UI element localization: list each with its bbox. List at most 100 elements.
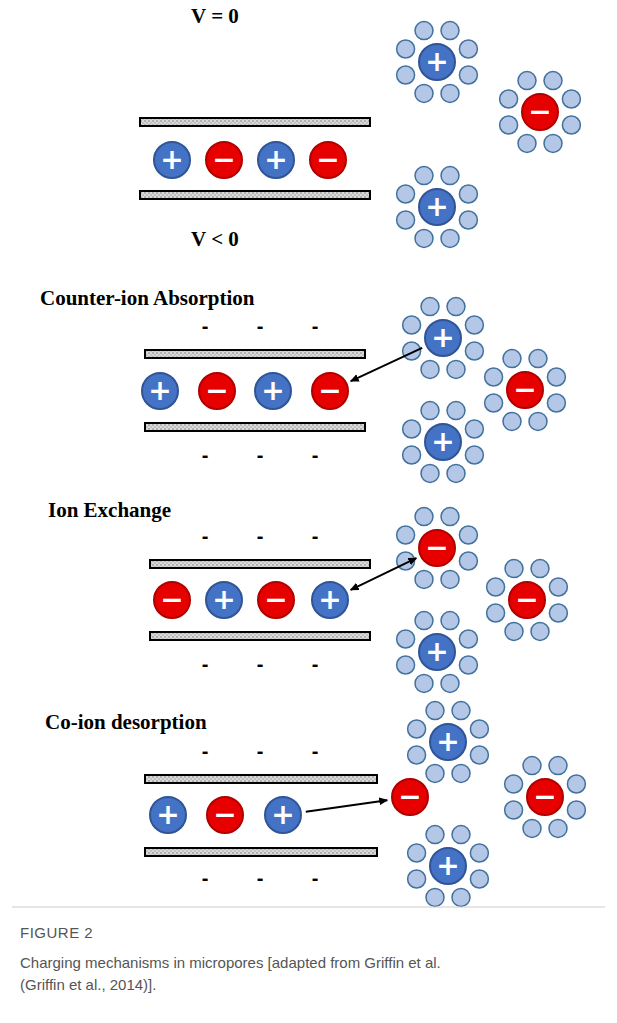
solvent-molecule — [547, 394, 565, 412]
solvent-molecule — [459, 185, 477, 203]
solvent-molecule — [441, 229, 459, 247]
anion: − — [506, 371, 544, 409]
anion: − — [391, 778, 429, 816]
solvent-molecule — [403, 420, 421, 438]
solvent-molecule — [523, 819, 541, 837]
surface-charge: - — [202, 525, 209, 548]
cation: + — [429, 847, 467, 885]
solvent-molecule — [415, 612, 433, 630]
surface-charge: - — [257, 315, 264, 338]
solvent-molecule — [465, 446, 483, 464]
solvent-molecule — [505, 622, 523, 640]
solvent-molecule — [397, 656, 415, 674]
solvent-molecule — [447, 298, 465, 316]
anion: − — [257, 581, 295, 619]
ion-charge: − — [513, 376, 536, 404]
solvent-molecule — [562, 116, 580, 134]
ion-movement-arrow — [351, 348, 422, 381]
cation: + — [153, 141, 191, 179]
anion: − — [418, 529, 456, 567]
solvent-molecule — [408, 720, 426, 738]
anion: − — [198, 372, 236, 410]
surface-charge: - — [312, 315, 319, 338]
solvent-molecule — [547, 368, 565, 386]
solvent-molecule — [397, 211, 415, 229]
surface-charge: - — [257, 525, 264, 548]
ion-charge: + — [425, 193, 448, 221]
solvent-molecule — [549, 578, 567, 596]
solvent-molecule — [529, 350, 547, 368]
panel-title: V < 0 — [191, 227, 239, 252]
ion-movement-arrow — [306, 800, 387, 812]
cation: + — [418, 188, 456, 226]
anion: − — [206, 796, 244, 834]
panel-title: V = 0 — [191, 4, 239, 29]
ion-charge: + — [271, 801, 294, 829]
ion-charge: − — [205, 377, 228, 405]
cation: + — [264, 796, 302, 834]
ion-charge: + — [261, 377, 284, 405]
ion-charge: − — [160, 586, 183, 614]
figure-caption: Charging mechanisms in micropores [adapt… — [20, 952, 460, 996]
solvent-molecule — [415, 674, 433, 692]
solvent-molecule — [465, 420, 483, 438]
solvent-molecule — [459, 526, 477, 544]
cation: + — [149, 796, 187, 834]
ion-charge: − — [213, 801, 236, 829]
anion: − — [311, 372, 349, 410]
solvent-molecule — [408, 746, 426, 764]
solvent-molecule — [452, 702, 470, 720]
solvent-molecule — [567, 801, 585, 819]
anion: − — [526, 778, 564, 816]
anion: − — [508, 581, 546, 619]
solvent-molecule — [408, 870, 426, 888]
ion-charge: − — [212, 146, 235, 174]
ion-charge: + — [160, 146, 183, 174]
cation: + — [311, 581, 349, 619]
anion: − — [521, 93, 559, 131]
surface-charge: - — [312, 740, 319, 763]
solvent-molecule — [459, 656, 477, 674]
ion-charge: + — [436, 728, 459, 756]
ion-charge: − — [533, 783, 556, 811]
solvent-molecule — [403, 446, 421, 464]
solvent-molecule — [415, 229, 433, 247]
surface-charge: - — [312, 525, 319, 548]
solvent-molecule — [397, 526, 415, 544]
pore-walls — [140, 118, 377, 856]
solvent-molecule — [470, 844, 488, 862]
ion-charge: + — [156, 801, 179, 829]
ion-charge: + — [425, 638, 448, 666]
solvent-molecule — [447, 464, 465, 482]
solvent-molecule — [397, 185, 415, 203]
ion-charge: + — [212, 586, 235, 614]
panel-title: Ion Exchange — [48, 498, 171, 523]
anion: − — [153, 581, 191, 619]
solvent-molecule — [459, 40, 477, 58]
solvent-molecule — [523, 757, 541, 775]
solvent-molecule — [426, 826, 444, 844]
surface-charge: - — [257, 444, 264, 467]
solvent-molecule — [465, 342, 483, 360]
ion-charge: + — [431, 324, 454, 352]
solvent-molecule — [562, 90, 580, 108]
ion-charge: − — [515, 586, 538, 614]
solvent-molecule — [470, 720, 488, 738]
solvent-molecule — [415, 22, 433, 40]
solvent-molecule — [500, 116, 518, 134]
ion-charge: − — [318, 377, 341, 405]
solvent-molecule — [503, 412, 521, 430]
solvent-molecule — [397, 630, 415, 648]
solvent-molecule — [518, 134, 536, 152]
solvent-molecule — [459, 630, 477, 648]
solvent-molecule — [452, 764, 470, 782]
solvent-molecule — [549, 757, 567, 775]
solvent-molecule — [549, 819, 567, 837]
solvent-molecule — [487, 604, 505, 622]
solvent-molecule — [544, 134, 562, 152]
solvent-molecule — [531, 560, 549, 578]
solvent-molecule — [415, 570, 433, 588]
cation: + — [141, 372, 179, 410]
ion-charge: + — [431, 428, 454, 456]
ion-charge: − — [264, 586, 287, 614]
